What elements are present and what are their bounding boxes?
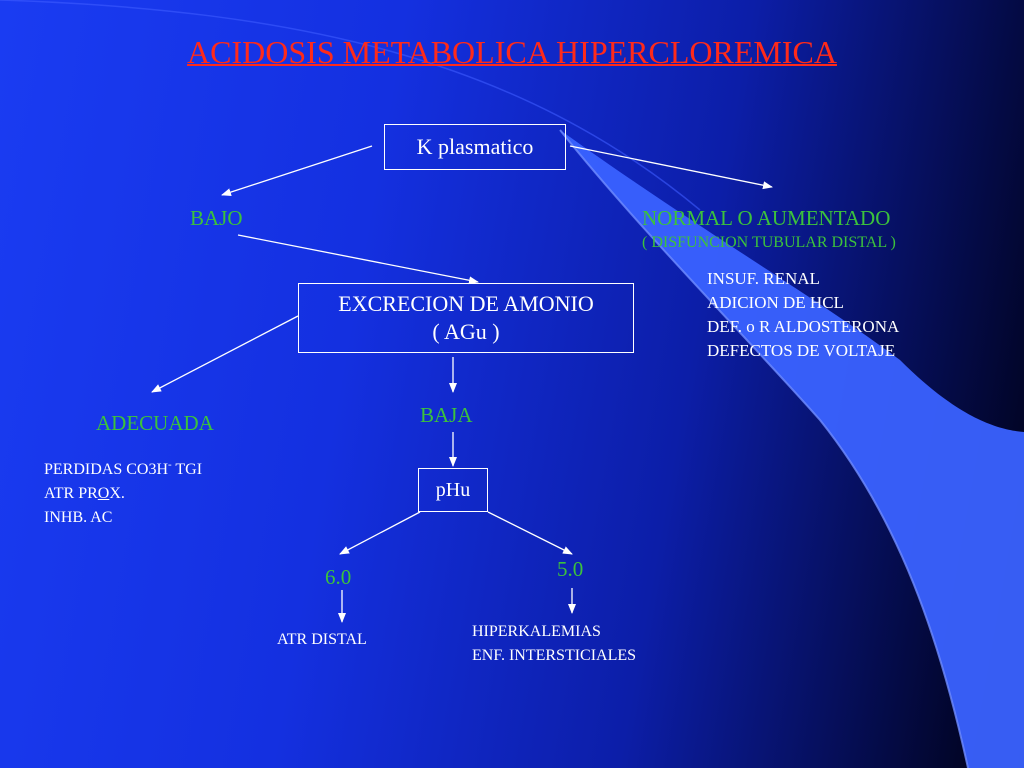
left-list: PERDIDAS CO3H- TGI ATR PROX. INHB. AC xyxy=(44,458,202,530)
phu-label: pHu xyxy=(435,479,471,501)
arrow-phu-to-50 xyxy=(487,511,573,555)
arrow-k-to-bajo xyxy=(221,145,373,197)
bottom-right-list: HIPERKALEMIAS ENF. INTERSTICIALES xyxy=(472,620,636,668)
k-plasmatico-box: K plasmatico xyxy=(384,124,566,170)
k-plasmatico-label: K plasmatico xyxy=(416,134,534,159)
ph-6-label: 6.0 xyxy=(325,565,352,589)
bottom-right-item: HIPERKALEMIAS xyxy=(472,623,601,640)
excrecion-line1: EXCRECION DE AMONIO xyxy=(338,291,594,316)
atr-distal-label: ATR DISTAL xyxy=(277,631,367,648)
right-list-item: DEF. o R ALDOSTERONA xyxy=(707,317,900,336)
swoosh-edge xyxy=(559,129,969,768)
arrow-k-to-normal xyxy=(569,145,773,190)
excrecion-box: EXCRECION DE AMONIO ( AGu ) xyxy=(298,283,634,353)
left-list-item: PERDIDAS CO3H- TGI xyxy=(44,458,203,478)
swoosh-shape xyxy=(560,130,1024,768)
bottom-right-item: ENF. INTERSTICIALES xyxy=(472,647,637,664)
normal-aumentado-label: NORMAL O AUMENTADO xyxy=(642,206,891,230)
phu-box: pHu xyxy=(418,468,488,512)
swoosh-thin-line xyxy=(0,0,701,211)
left-list-item: ATR PROX. xyxy=(44,485,125,502)
ph-5-label: 5.0 xyxy=(557,557,584,581)
right-list-item: INSUF. RENAL xyxy=(707,269,820,288)
excrecion-line2: ( AGu ) xyxy=(432,319,500,344)
baja-label: BAJA xyxy=(420,403,473,427)
page-title: ACIDOSIS METABOLICA HIPERCLOREMICA xyxy=(187,34,837,70)
adecuada-label: ADECUADA xyxy=(96,411,214,435)
arrow-excrecion-to-adecuada xyxy=(151,315,299,393)
arrow-phu-to-60 xyxy=(339,511,421,555)
disfuncion-label: ( DISFUNCION TUBULAR DISTAL ) xyxy=(642,234,896,251)
bajo-label: BAJO xyxy=(190,206,243,230)
right-list: INSUF. RENAL ADICION DE HCL DEF. o R ALD… xyxy=(707,267,899,363)
arrow-bajo-to-excrecion xyxy=(237,234,479,285)
right-list-item: ADICION DE HCL xyxy=(707,293,844,312)
right-list-item: DEFECTOS DE VOLTAJE xyxy=(707,341,896,360)
left-list-item: INHB. AC xyxy=(44,509,113,526)
